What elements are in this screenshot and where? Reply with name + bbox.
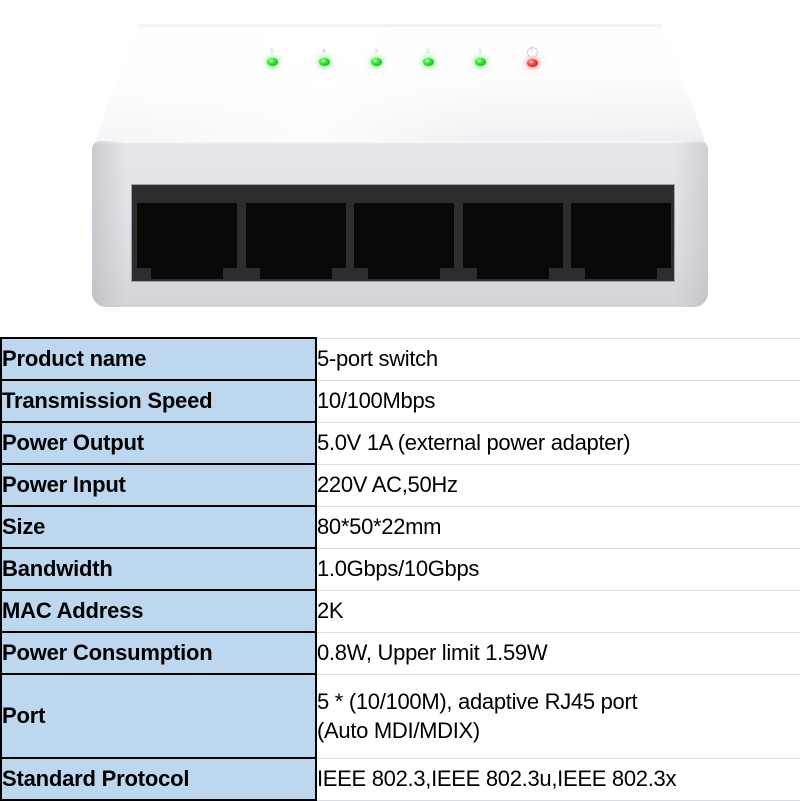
- led-port-3-label: 3: [374, 48, 378, 55]
- rj45-port: [354, 203, 454, 279]
- led-power-dot: [526, 59, 538, 67]
- rj45-port: [137, 203, 237, 279]
- spec-value: 5-port switch: [316, 337, 800, 381]
- spec-value: IEEE 802.3,IEEE 802.3u,IEEE 802.3x: [316, 757, 800, 801]
- led-port-3-dot: [370, 58, 382, 66]
- spec-label: Power Output: [0, 421, 317, 465]
- ethernet-switch-device: 5 4 3 2 1: [92, 22, 708, 307]
- rj45-jack-opening: [462, 203, 563, 258]
- rj45-notch-right: [548, 258, 563, 268]
- device-front-highlight: [92, 141, 708, 144]
- power-symbol-icon: [526, 47, 538, 58]
- specification-table: Product name 5-port switch Transmission …: [0, 337, 800, 801]
- spec-label: Power Consumption: [0, 631, 317, 675]
- led-port-5: 5: [259, 48, 285, 66]
- table-row: Power Consumption 0.8W, Upper limit 1.59…: [0, 631, 800, 675]
- table-row: Bandwidth 1.0Gbps/10Gbps: [0, 547, 800, 591]
- rj45-jack-opening: [245, 203, 346, 258]
- spec-value: 5 * (10/100M), adaptive RJ45 port (Auto …: [316, 673, 800, 759]
- spec-value: 0.8W, Upper limit 1.59W: [316, 631, 800, 675]
- spec-value-line-1: 5 * (10/100M), adaptive RJ45 port: [317, 688, 638, 714]
- rj45-port: [245, 203, 346, 279]
- led-port-1: 1: [467, 48, 493, 66]
- led-power: [519, 47, 545, 67]
- rj45-notch-left: [354, 258, 368, 268]
- table-row: Power Input 220V AC,50Hz: [0, 463, 800, 507]
- rj45-clip-slot: [368, 258, 440, 279]
- rj45-notch-left: [245, 258, 260, 268]
- rj45-notch-right: [331, 258, 346, 268]
- device-front-shadow-right: [674, 141, 708, 307]
- rj45-clip-slot: [476, 258, 549, 279]
- table-row: Port 5 * (10/100M), adaptive RJ45 port (…: [0, 673, 800, 759]
- led-port-2: 2: [415, 48, 441, 66]
- table-row: Product name 5-port switch: [0, 337, 800, 381]
- spec-value: 220V AC,50Hz: [316, 463, 800, 507]
- table-row: Transmission Speed 10/100Mbps: [0, 379, 800, 423]
- rj45-notch-left: [137, 258, 151, 268]
- led-port-4: 4: [311, 48, 337, 66]
- spec-value: 80*50*22mm: [316, 505, 800, 549]
- spec-label: Product name: [0, 337, 317, 381]
- spec-label: MAC Address: [0, 589, 317, 633]
- spec-label: Power Input: [0, 463, 317, 507]
- spec-value: 5.0V 1A (external power adapter): [316, 421, 800, 465]
- led-port-3: 3: [363, 48, 389, 66]
- rj45-clip-slot: [585, 258, 657, 279]
- rj45-clip-slot: [151, 258, 223, 279]
- spec-label: Transmission Speed: [0, 379, 317, 423]
- rj45-clip-slot: [259, 258, 332, 279]
- led-port-5-label: 5: [270, 48, 274, 55]
- spec-value-line-2: (Auto MDI/MDIX): [317, 718, 480, 743]
- led-port-1-dot: [474, 58, 486, 66]
- table-row: Standard Protocol IEEE 802.3,IEEE 802.3u…: [0, 757, 800, 801]
- rj45-notch-right: [657, 258, 671, 268]
- spec-value: 1.0Gbps/10Gbps: [316, 547, 800, 591]
- spec-label: Bandwidth: [0, 547, 317, 591]
- rj45-jack-opening: [354, 203, 454, 258]
- rj45-port-panel: [131, 184, 675, 282]
- rj45-port-row: [137, 203, 671, 279]
- device-front-shadow-left: [92, 141, 126, 307]
- led-port-4-dot: [318, 58, 330, 66]
- led-port-5-dot: [266, 58, 278, 66]
- rj45-jack-opening: [571, 203, 671, 258]
- rj45-port: [462, 203, 563, 279]
- spec-label: Port: [0, 673, 317, 759]
- product-photo: 5 4 3 2 1: [0, 0, 800, 330]
- rj45-notch-left: [462, 258, 477, 268]
- rj45-notch-right: [440, 258, 454, 268]
- led-indicator-strip: 5 4 3 2 1: [92, 22, 708, 150]
- spec-value: 2K: [316, 589, 800, 633]
- spec-label: Standard Protocol: [0, 757, 317, 801]
- led-port-2-label: 2: [426, 48, 430, 55]
- rj45-port: [571, 203, 671, 279]
- table-row: Power Output 5.0V 1A (external power ada…: [0, 421, 800, 465]
- led-port-2-dot: [422, 58, 434, 66]
- spec-value: 10/100Mbps: [316, 379, 800, 423]
- led-port-1-label: 1: [478, 48, 482, 55]
- led-port-4-label: 4: [322, 48, 326, 55]
- rj45-notch-right: [223, 258, 237, 268]
- table-row: MAC Address 2K: [0, 589, 800, 633]
- spec-label: Size: [0, 505, 317, 549]
- table-row: Size 80*50*22mm: [0, 505, 800, 549]
- rj45-jack-opening: [137, 203, 237, 258]
- rj45-notch-left: [571, 258, 585, 268]
